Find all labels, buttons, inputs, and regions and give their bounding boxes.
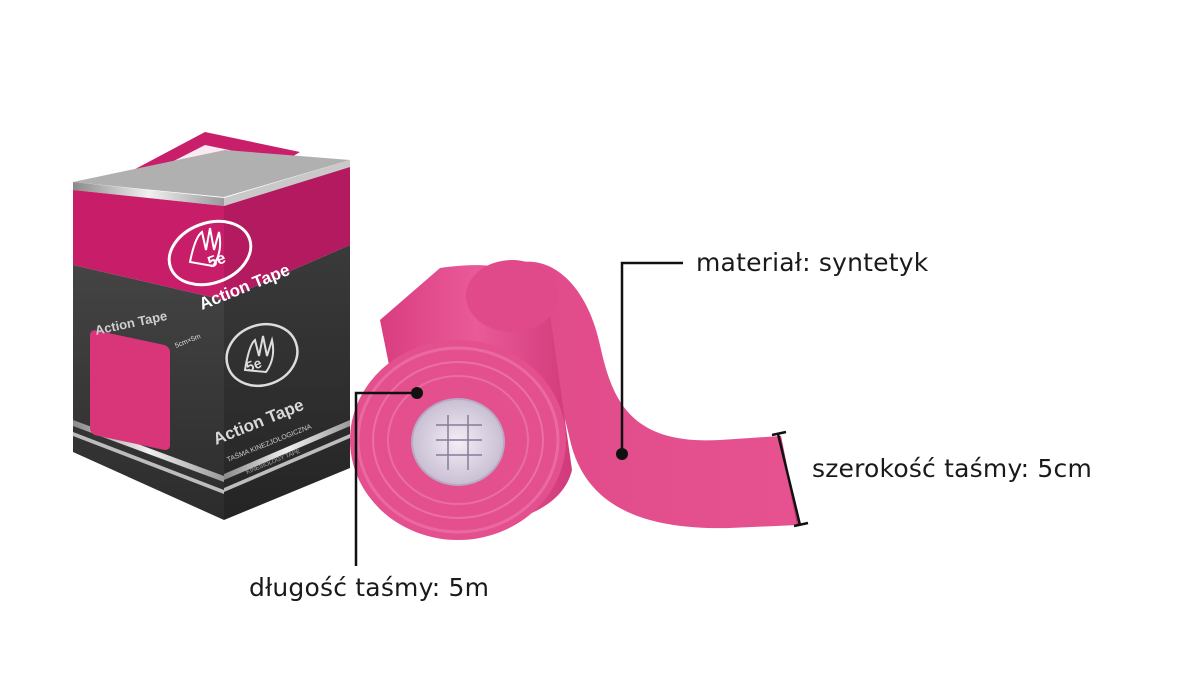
box-front-pink [73,190,224,300]
box-window-tape [90,330,170,450]
callout-lines [354,261,809,566]
callout-width-label: szerokość taśmy: 5cm [812,454,1093,483]
box-side-pink [224,167,350,300]
callout-material-label: materiał: syntetyk [696,248,929,277]
product-box: 5e Action Tape 5e Action Tape TAŚMA KINE… [73,132,350,520]
callout-dot-length [411,387,423,399]
callout-line-width [776,433,802,526]
box-top-edge [73,150,350,197]
callout-length-label: długość taśmy: 5m [249,573,490,602]
roll-core [412,399,504,485]
svg-text:5e: 5e [244,354,264,374]
svg-text:5e: 5e [206,250,229,272]
tape-roll [350,260,572,540]
callout-line-material [620,261,683,452]
logo-mark-pink [167,219,253,287]
callout-dot-material [616,448,628,460]
callout-line-length [354,391,418,566]
logo-mark-dark [225,322,299,388]
